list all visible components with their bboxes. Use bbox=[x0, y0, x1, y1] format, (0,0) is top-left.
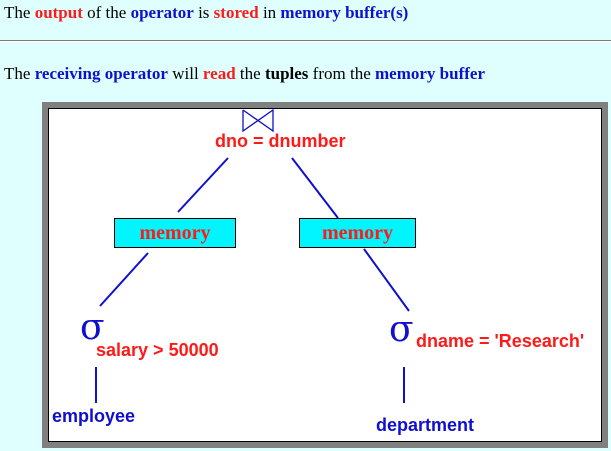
edge-join-to-left-buffer bbox=[177, 157, 229, 213]
edge-left-buffer-to-select bbox=[99, 252, 149, 307]
word-stored: stored bbox=[213, 3, 259, 22]
horizontal-rule bbox=[0, 40, 611, 42]
word-output: output bbox=[34, 3, 83, 22]
word: the bbox=[239, 64, 261, 83]
word: in bbox=[262, 3, 277, 22]
edge-right-buffer-to-select bbox=[363, 248, 410, 312]
word: from the bbox=[312, 64, 371, 83]
right-memory-buffer: memory bbox=[299, 218, 416, 248]
word-receiving-operator: receiving operator bbox=[34, 64, 168, 83]
relation-employee: employee bbox=[52, 406, 136, 426]
word-memory-buffer: memory buffer bbox=[375, 64, 485, 83]
word: is bbox=[198, 3, 210, 22]
word: of the bbox=[87, 3, 127, 22]
word-memory-buffers: memory buffer(s) bbox=[280, 3, 409, 22]
word: will bbox=[172, 64, 199, 83]
word-read: read bbox=[202, 64, 236, 83]
intro-sentence-1: The output of the operator is stored in … bbox=[4, 3, 408, 23]
left-memory-buffer: memory bbox=[114, 218, 236, 248]
relation-department: department bbox=[376, 415, 475, 435]
word-operator: operator bbox=[130, 3, 194, 22]
edge-join-to-right-buffer bbox=[291, 157, 339, 219]
intro-sentence-2: The receiving operator will read the tup… bbox=[4, 64, 485, 84]
sigma-select-icon: σ bbox=[80, 307, 105, 348]
diagram-panel bbox=[48, 108, 602, 442]
left-select-condition: salary > 50000 bbox=[96, 340, 219, 360]
right-select-condition: dname = 'Research' bbox=[416, 331, 585, 351]
sigma-select-icon: σ bbox=[389, 309, 414, 350]
bowtie-join-icon bbox=[242, 108, 274, 133]
word: The bbox=[4, 64, 31, 83]
word-tuples: tuples bbox=[264, 64, 309, 83]
word: The bbox=[4, 3, 31, 22]
join-condition: dno = dnumber bbox=[215, 131, 346, 151]
